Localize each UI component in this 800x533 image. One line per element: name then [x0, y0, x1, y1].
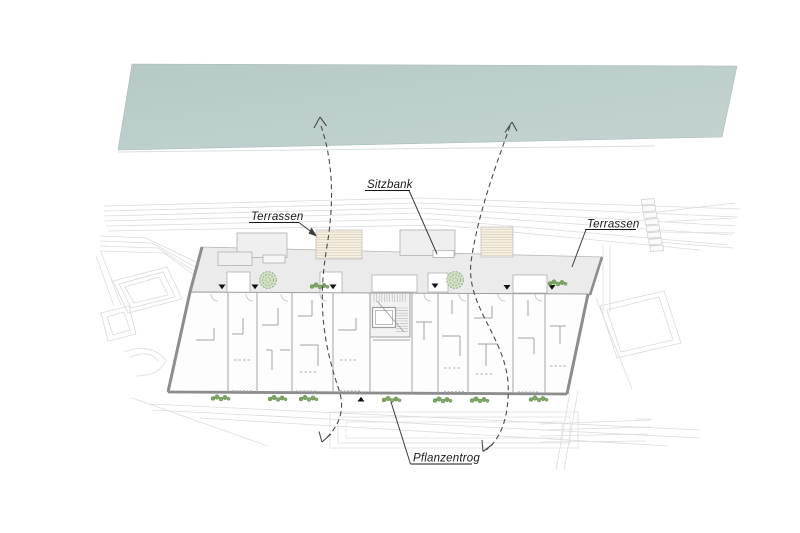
door-arcs — [210, 293, 543, 302]
flow-arrow-right — [470, 125, 511, 451]
annotation-terrace-right: Terrassen — [571, 219, 640, 268]
flow-arrow-right-head-bottom — [481, 439, 494, 452]
terrace-right-leader — [571, 229, 587, 268]
water-shore-line — [117, 145, 656, 153]
entry-triangle — [548, 285, 556, 290]
annotation-planter: Pflanzentrog — [390, 401, 480, 465]
roof-volume-left — [217, 232, 288, 266]
entry-markers — [218, 283, 556, 402]
terrace-hatch-left — [315, 229, 363, 260]
interior-walls — [196, 293, 566, 393]
flow-arrows — [313, 116, 518, 452]
annotation-bench: Sitzbank — [365, 179, 438, 255]
flow-arrow-left-head-bottom — [318, 431, 332, 443]
planter-plants — [298, 395, 319, 402]
south-entry-triangle — [357, 396, 365, 402]
planter-plants — [432, 396, 453, 404]
terrace-hatch-right — [480, 226, 514, 258]
water-polygon — [117, 63, 738, 151]
building-outer-walls — [166, 246, 604, 396]
planter-plants — [210, 394, 231, 402]
entry-triangle — [218, 284, 226, 290]
context-linework — [95, 197, 741, 471]
stair-core — [369, 292, 411, 338]
annotations: Terrassen Sitzbank Terrassen Pflanzentro… — [249, 179, 640, 465]
entry-triangle — [503, 285, 511, 290]
flow-arrow-left-head-top — [313, 116, 327, 129]
building — [166, 226, 604, 402]
entry-triangle — [431, 283, 439, 289]
terrace-left-arrowhead — [308, 227, 317, 237]
tree — [446, 271, 464, 289]
planter-plants — [528, 395, 549, 403]
context-steps — [640, 198, 664, 252]
band-rooms — [226, 271, 548, 294]
tree — [259, 271, 277, 289]
elevator-shaft — [371, 306, 397, 329]
terrace-left-label: Terrassen — [251, 211, 304, 223]
terrace-right-label: Terrassen — [587, 219, 640, 231]
planter-plants — [267, 395, 288, 402]
interior-sliding-doors — [234, 359, 566, 375]
water-band — [117, 63, 738, 153]
planter-label: Pflanzentrog — [413, 453, 480, 465]
planter-plants — [469, 396, 490, 404]
annotation-terrace-left: Terrassen — [249, 211, 317, 237]
planter-plants — [381, 396, 402, 403]
entry-triangle — [251, 284, 259, 290]
bench-label: Sitzbank — [367, 179, 414, 191]
flow-arrow-right-head-top — [504, 121, 518, 133]
entry-triangle — [329, 284, 337, 290]
planter-leader — [390, 401, 411, 465]
bench-leader — [408, 190, 438, 255]
bench-rect — [432, 250, 455, 258]
